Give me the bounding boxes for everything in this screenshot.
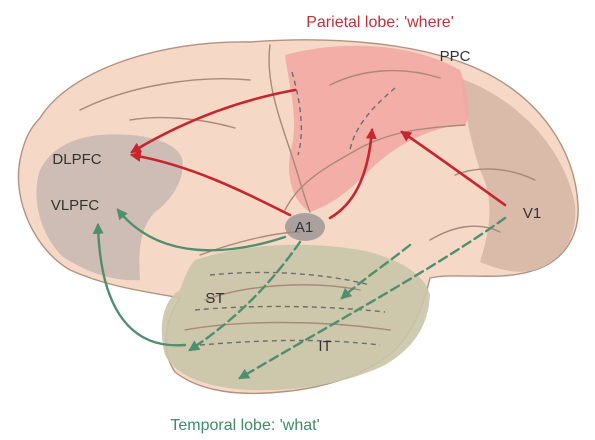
st-label: ST bbox=[205, 290, 224, 307]
a1-label: A1 bbox=[295, 219, 313, 236]
v1-label: V1 bbox=[523, 205, 541, 222]
temporal-title: Temporal lobe: 'what' bbox=[170, 417, 319, 434]
dlpfc-label: DLPFC bbox=[52, 151, 101, 168]
it-label: IT bbox=[318, 338, 331, 355]
parietal-title: Parietal lobe: 'where' bbox=[306, 14, 454, 31]
ppc-label: PPC bbox=[440, 48, 471, 65]
vlpfc-label: VLPFC bbox=[51, 197, 100, 214]
temporal-region bbox=[162, 245, 430, 390]
